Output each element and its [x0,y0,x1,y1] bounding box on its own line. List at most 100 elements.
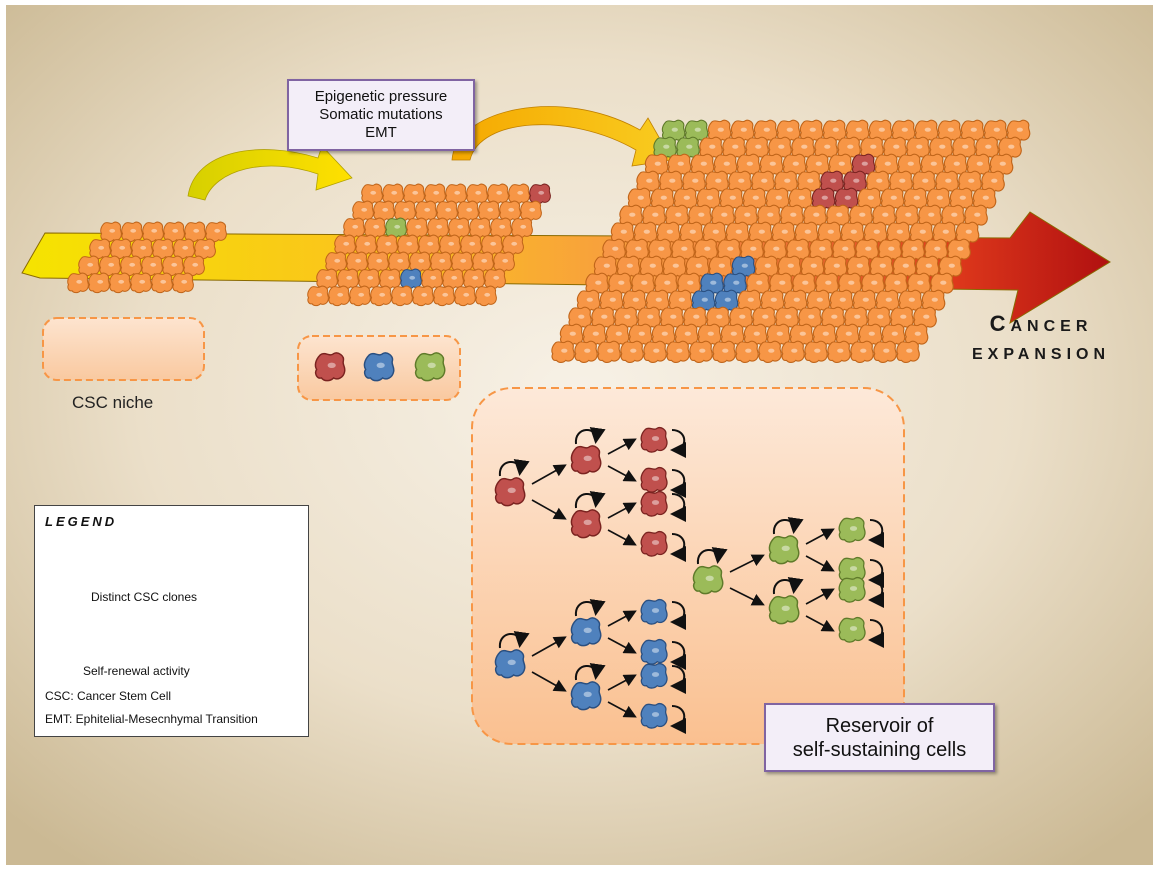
tumor-cell-nucleus [894,280,901,285]
expansion-word-2: EXPANSION [971,346,1111,363]
tumor-cell-nucleus [618,280,625,285]
tumor-cell-nucleus [729,195,736,200]
tumor-cell-nucleus [409,275,416,280]
tumor-cell-nucleus [883,348,890,353]
division-arrow [607,529,637,546]
mechanism-line-3: EMT [365,124,397,141]
division-arrow [805,528,835,545]
tumor-cell-nucleus [730,331,737,336]
tumor-cell-nucleus [352,224,359,229]
tumor-cell-nucleus [632,297,639,302]
expansion-word-1-rest: ANCER [1010,318,1093,335]
tumor-cell-nucleus [511,241,518,246]
tumor-cell-nucleus [704,246,711,251]
tumor-cell-nucleus [976,161,983,166]
tumor-cell-nucleus [836,212,843,217]
tumor-cell-nucleus [832,127,839,132]
tumor-cell-nucleus [837,348,844,353]
tumor-cell-nucleus [652,212,659,217]
tumor-cell-nucleus [885,297,892,302]
tumor-cell-nucleus [635,246,642,251]
tumor-cell-nucleus [804,229,811,234]
tumor-cell-nucleus [962,144,969,149]
tumor-cell-nucleus [119,245,126,250]
tumor-cell-nucleus [98,245,105,250]
tumor-cell-nucleus [675,212,682,217]
tumor-cell-nucleus [1016,127,1023,132]
tumor-cell-nucleus [445,207,452,212]
tree-root-cell-nucleus [705,575,714,582]
tumor-cell-nucleus [687,280,694,285]
tree-gen2-cell-nucleus [849,626,858,631]
tumor-cell-nucleus [936,195,943,200]
tumor-cell-nucleus [861,161,868,166]
tumor-cell-nucleus [873,229,880,234]
tumor-cell-nucleus [626,263,633,268]
tumor-cell-nucleus [343,241,350,246]
tree-gen2-cell-nucleus [849,586,858,591]
tumor-cell-nucleus [364,241,371,246]
legend-self-renewal-label: Self-renewal activity [83,664,190,678]
tumor-cell-nucleus [379,292,386,297]
tumor-cell-nucleus [799,331,806,336]
tumor-cell-nucleus [813,212,820,217]
tumor-cell-nucleus [439,258,446,263]
tumor-cell-nucleus [896,229,903,234]
tumor-cell-nucleus [948,263,955,268]
tumor-cell-nucleus [655,297,662,302]
tumor-cell-nucleus [792,161,799,166]
tumor-cell-nucleus [663,144,670,149]
tumor-cell-nucleus [810,263,817,268]
tumor-cell-nucleus [733,280,740,285]
division-arrow [607,465,637,482]
tumor-cell-nucleus [770,297,777,302]
self-renewal-loop [868,619,885,648]
tumor-cell-nucleus [569,331,576,336]
tumor-cell-nucleus [647,314,654,319]
tumor-cell-nucleus [785,314,792,319]
division-arrow [607,637,637,654]
tumor-cell-nucleus [87,262,94,267]
division-arrow [607,674,637,691]
tumor-cell-nucleus [753,331,760,336]
tumor-cell-nucleus [870,144,877,149]
tumor-cell-nucleus [901,127,908,132]
tumor-cell-nucleus [615,331,622,336]
tumor-cell-nucleus [928,212,935,217]
tumor-cell-nucleus [698,212,705,217]
tumor-cell-nucleus [924,127,931,132]
niche-blue-clone-nucleus [376,362,385,369]
tumor-cell-nucleus [707,331,714,336]
tumor-cell-nucleus [769,161,776,166]
legend-clones-label: Distinct CSC clones [91,590,198,604]
tumor-cell-nucleus [721,212,728,217]
tumor-cell-nucleus [825,280,832,285]
tumor-cell-nucleus [607,348,614,353]
tumor-cell-nucleus [793,297,800,302]
tumor-cell-nucleus [641,280,648,285]
tumor-cell-nucleus [930,161,937,166]
tumor-cell-nucleus [796,246,803,251]
tumor-cell-nucleus [917,280,924,285]
tumor-cell-nucleus [877,314,884,319]
tumor-cell-nucleus [802,280,809,285]
tumor-cell-nucleus [855,127,862,132]
tumor-cell-nucleus [400,292,407,297]
tumor-cell-nucleus [595,280,602,285]
tumor-cell-nucleus [160,279,167,284]
tumor-cell-nucleus [982,195,989,200]
tumor-cell-nucleus [945,178,952,183]
tumor-cell-nucleus [496,190,503,195]
tumor-cell-nucleus [722,348,729,353]
tumor-cell-nucleus [694,127,701,132]
tumor-cell-nucleus [415,224,422,229]
tree-gen2-cell-nucleus [651,648,660,653]
tumor-cell-nucleus [334,258,341,263]
tumor-cell-nucleus [850,229,857,234]
self-renewal-loop [868,579,885,608]
tree-gen1-cell-nucleus [583,455,592,462]
tumor-cell-nucleus [699,348,706,353]
tumor-cell-nucleus [847,144,854,149]
tumor-cell-nucleus [475,190,482,195]
